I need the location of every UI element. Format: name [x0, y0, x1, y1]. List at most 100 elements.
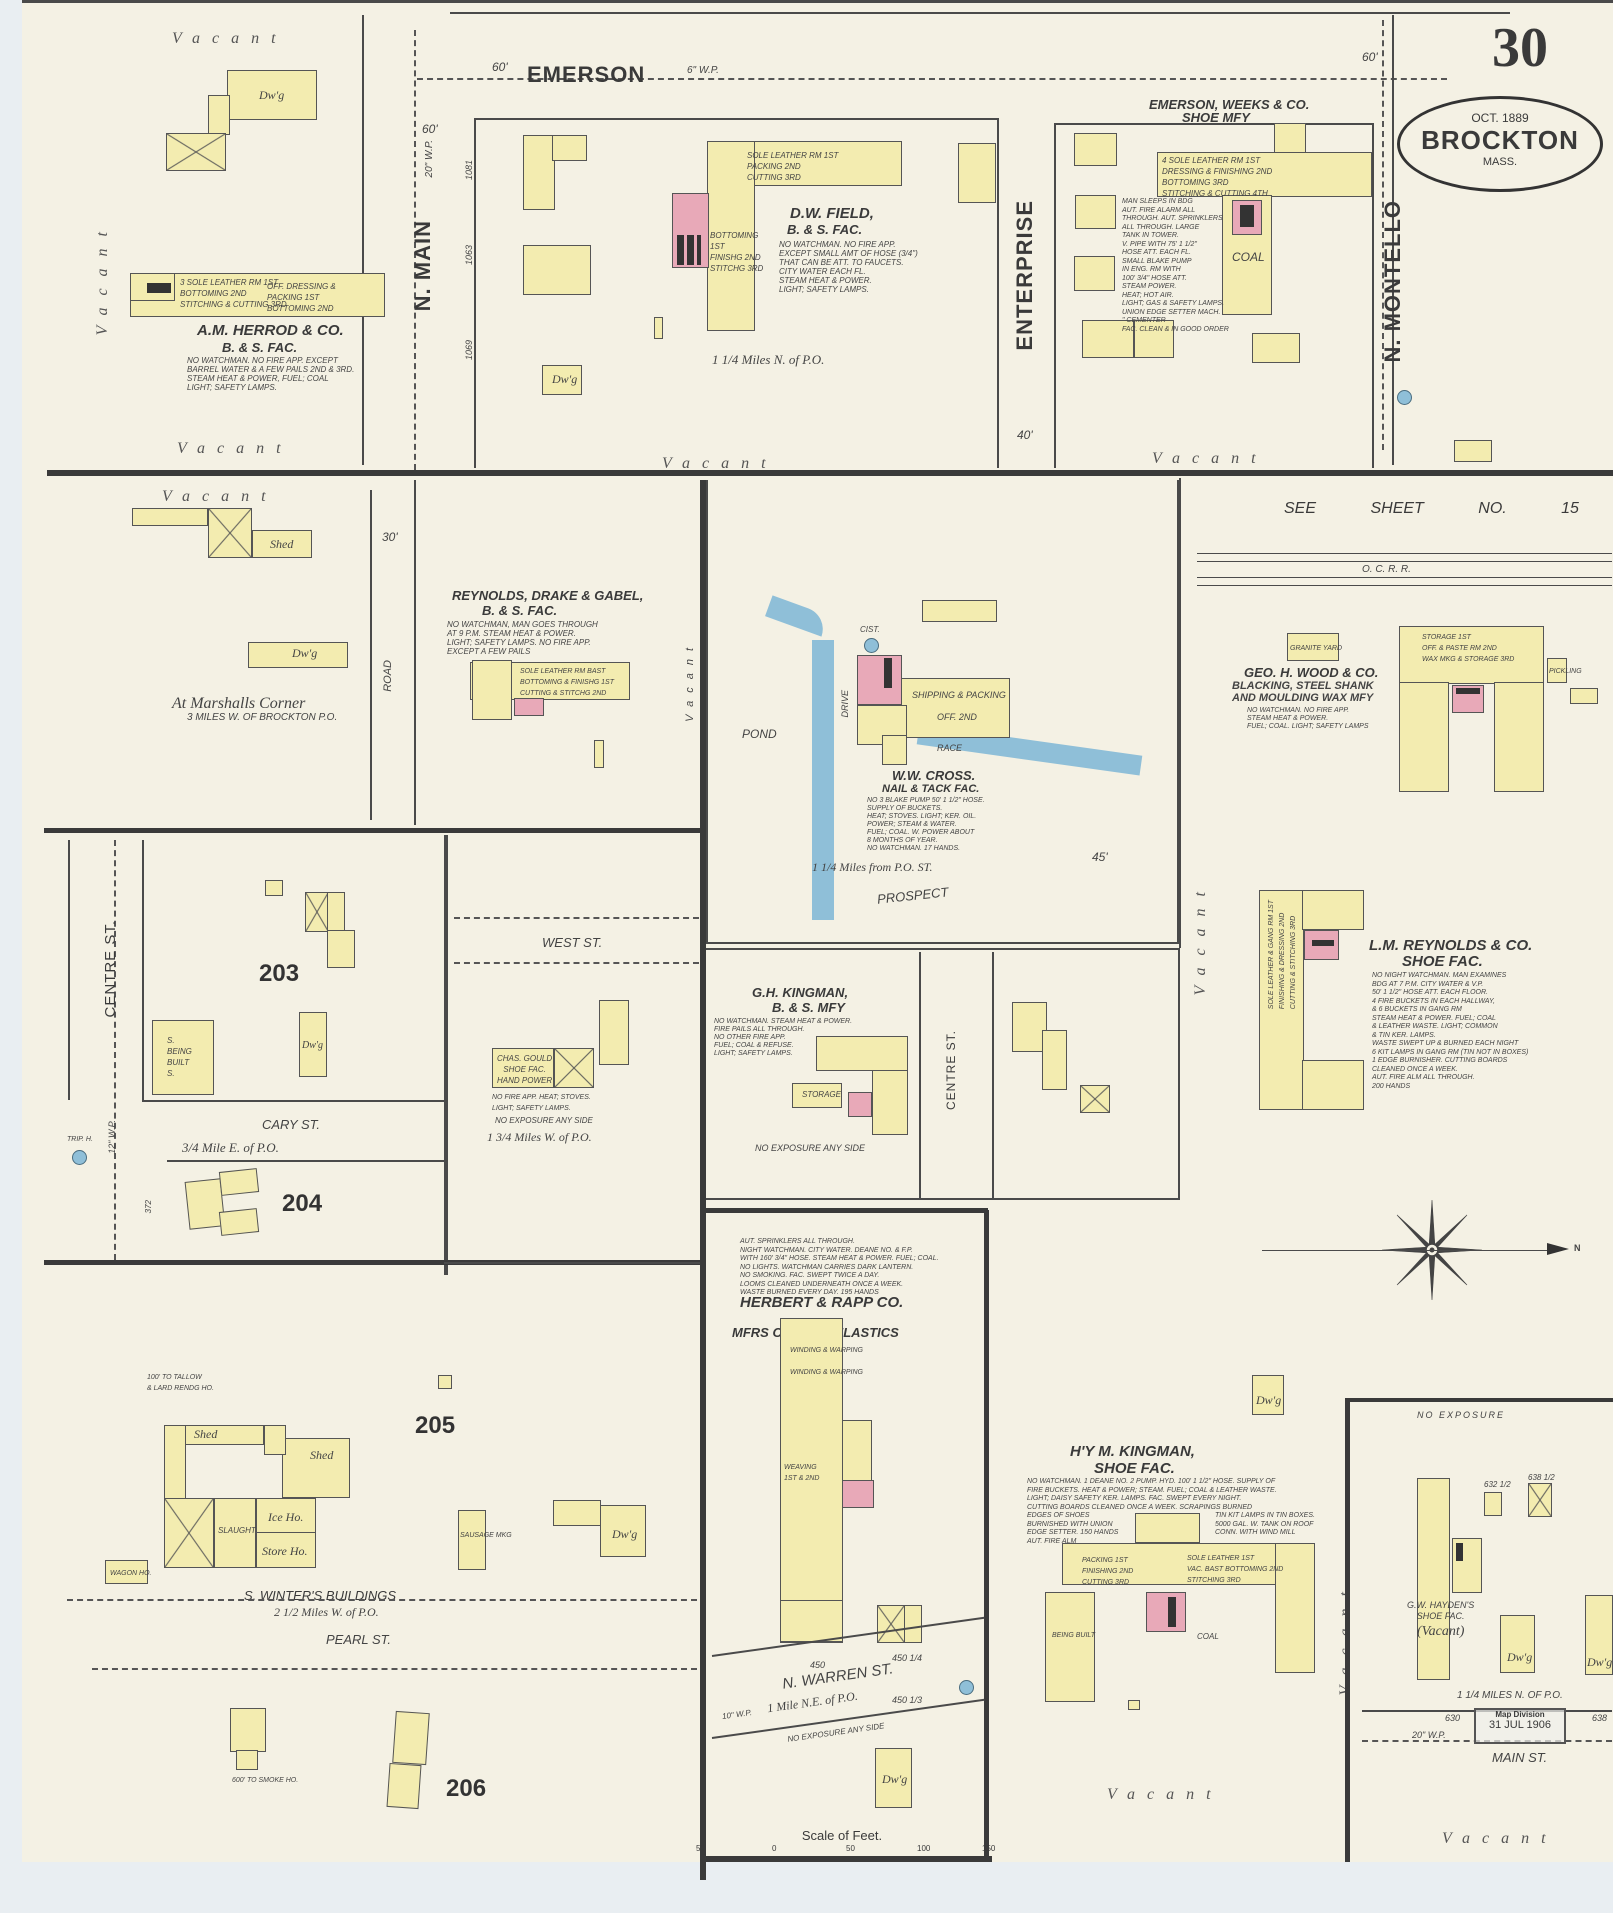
ghk-engine — [848, 1092, 872, 1117]
outbuilding — [1528, 1483, 1552, 1517]
fire-hydrant — [959, 1680, 974, 1695]
outbuilding — [166, 133, 226, 171]
pond-stream — [765, 595, 829, 637]
railroad-track — [1197, 561, 1612, 562]
gould-note: NO FIRE APP. HEAT; STOVES. LIGHT; SAFETY… — [492, 1094, 591, 1112]
slaughter-house — [214, 1498, 256, 1568]
n-main-water-pipe — [414, 30, 416, 470]
off-label: OFF. 2ND — [937, 712, 977, 722]
street-centre-left: CENTRE ST. — [102, 920, 119, 1018]
see-word: SEE — [1284, 500, 1317, 517]
herrod-rooms: 3 SOLE LEATHER RM 1ST BOTTOMING 2ND STIT… — [180, 278, 287, 309]
block-divider — [44, 828, 700, 833]
scale-of-feet: Scale of Feet. 50 0 50 100 150 — [692, 1828, 995, 1862]
boiler-icon — [884, 658, 892, 688]
block-divider — [706, 1208, 988, 1213]
hmk-factory-right — [1275, 1543, 1315, 1673]
race-label: RACE — [937, 743, 963, 753]
scale-bar — [702, 1856, 992, 1862]
ew-rooms: 4 SOLE LEATHER RM 1ST DRESSING & FINISHI… — [1162, 156, 1273, 198]
vacant-vertical: Vacant — [1192, 880, 1209, 996]
ww-cross-distance: 1 1/4 Miles from P.O. ST. — [812, 860, 933, 874]
firm-gh-kingman: G.H. KINGMAN, — [752, 985, 849, 1000]
centre-wp: 12" W.P. — [107, 1120, 117, 1154]
hy-kingman-note: NO WATCHMAN. 1 DEANE NO. 2 PUMP. HYD. 10… — [1027, 1478, 1277, 1545]
gw-main-rooms: STORAGE 1ST OFF. & PASTE RM 2ND WAX MKG … — [1422, 634, 1515, 663]
block-edge — [167, 1160, 445, 1162]
top-border — [22, 0, 1613, 3]
block-edge — [706, 1198, 1178, 1200]
stamp-date: 31 JUL 1906 — [1489, 1719, 1551, 1731]
block-number-205: 205 — [415, 1412, 456, 1439]
dwelling — [1252, 333, 1300, 363]
block-edge — [1178, 948, 1180, 1200]
emerson-weeks-note: MAN SLEEPS IN BDG AUT. FIRE ALARM ALL TH… — [1122, 198, 1229, 333]
warren-distance: 1 Mile N.E. of P.O. — [766, 1688, 859, 1716]
hayden-factory — [1417, 1478, 1450, 1680]
oil-house — [654, 317, 663, 339]
wagon-house — [327, 892, 345, 932]
herrod-note: NO WATCHMAN. NO FIRE APP. EXCEPT BARREL … — [187, 356, 355, 392]
tallow-note: 100' TO TALLOW & LARD RENDG HO. — [147, 1374, 214, 1392]
vacant-label-left: Vacant — [94, 220, 111, 336]
vacant-label: Vacant — [1442, 1830, 1558, 1847]
vacant-label-bottom: Vacant — [177, 440, 293, 457]
block-number-203: 203 — [259, 960, 300, 987]
prospect-width: 45' — [1092, 850, 1108, 864]
dwelling — [552, 135, 587, 161]
n-main-west-edge — [362, 15, 364, 465]
hr-engine — [842, 1480, 874, 1508]
being-built-label: S. BEING BUILT S. — [167, 1036, 192, 1078]
firm-gh-kingman-type: B. & S. MFY — [772, 1000, 845, 1015]
ew-block-edge-left — [1054, 123, 1056, 468]
pond-label: POND — [742, 727, 777, 741]
vacant-label: Vacant — [662, 455, 778, 472]
block-edge — [706, 942, 1179, 944]
compass-icon — [1381, 1199, 1483, 1301]
firm-reynolds-drake: REYNOLDS, DRAKE & GABEL, — [452, 588, 644, 603]
dwelling — [1500, 1615, 1535, 1673]
montello-east-edge — [1392, 15, 1394, 465]
block-edge — [706, 948, 1178, 950]
granite-yard — [1287, 633, 1339, 661]
dwelling-e — [299, 1012, 327, 1077]
store-house-label: Store Ho. — [262, 1544, 308, 1558]
house-num-630: 630 — [1445, 1713, 1461, 1723]
dwelling-a — [1074, 133, 1117, 166]
ice-house-label: Ice Ho. — [268, 1510, 304, 1524]
dwelling — [1082, 320, 1134, 358]
ghk-storage — [792, 1083, 842, 1108]
being-built-label: BEING BUILT — [1052, 1632, 1096, 1639]
scale-title: Scale of Feet. — [801, 1828, 883, 1843]
state-name: MASS. — [1482, 156, 1518, 168]
block-edge — [444, 835, 448, 1275]
firm-geo-wood: GEO. H. WOOD & CO. — [1244, 665, 1379, 680]
stamp-title: Map Division — [1495, 1710, 1545, 1719]
street-main: MAIN ST. — [1492, 1750, 1548, 1765]
boiler-icon — [1456, 1543, 1463, 1561]
sausage-house — [458, 1510, 486, 1570]
boiler-icon — [1240, 205, 1254, 227]
house-num-638b: 638 1/2 — [1528, 1473, 1555, 1482]
boiler-icon — [1456, 688, 1480, 694]
dw-block-edge-top — [474, 118, 999, 120]
house-num-638: 638 — [1592, 1713, 1608, 1723]
outbuilding — [264, 1425, 286, 1455]
ice-house — [256, 1498, 316, 1534]
block-edge — [142, 1100, 444, 1102]
hmk-engine — [1146, 1592, 1186, 1632]
hayden-name: G.W. HAYDEN'S SHOE FAC. — [1407, 1600, 1475, 1621]
firm-geo-wood-type: BLACKING, STEEL SHANK AND MOULDING WAX M… — [1232, 680, 1374, 704]
dw-field-rooms: SOLE LEATHER RM 1ST PACKING 2ND CUTTING … — [747, 151, 839, 182]
montello-width: 60' — [1362, 50, 1378, 64]
coal-label: COAL — [1232, 250, 1265, 264]
gould-dwelling — [599, 1000, 629, 1065]
street-enterprise: ENTERPRISE — [1012, 200, 1037, 351]
montello-water-pipe — [1382, 20, 1384, 450]
dwelling-c — [1074, 256, 1115, 291]
lmr-factory-bottom — [1302, 1060, 1364, 1110]
wwc-shipping — [900, 678, 1010, 738]
gould-name: CHAS. GOULD SHOE FAC. HAND POWER — [497, 1054, 553, 1085]
house-num-372: 372 — [144, 1200, 153, 1214]
city-name: BROCKTON — [1421, 125, 1579, 155]
